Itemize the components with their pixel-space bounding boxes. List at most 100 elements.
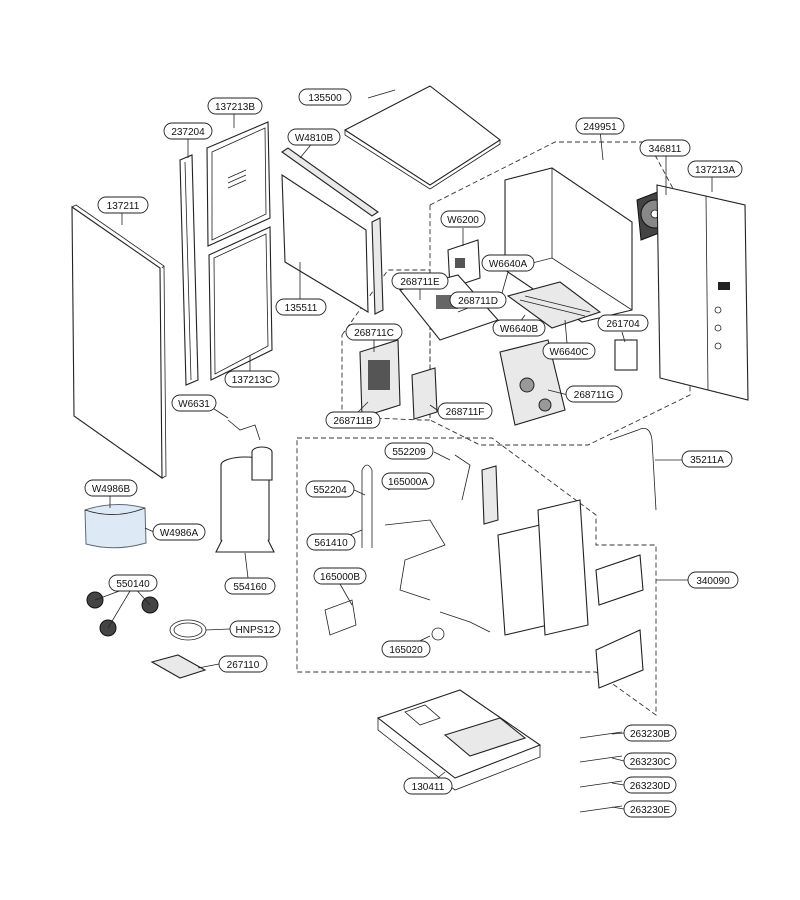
- right-side-panel: [656, 184, 749, 401]
- label-268711g[interactable]: 268711G: [565, 385, 623, 403]
- svg-text:W4986A: W4986A: [160, 528, 199, 539]
- left-side-panel: [71, 204, 167, 480]
- svg-text:35211A: 35211A: [690, 455, 724, 466]
- label-554160[interactable]: 554160: [224, 577, 276, 595]
- label-237204[interactable]: 237204: [163, 122, 213, 140]
- svg-text:W6640C: W6640C: [550, 347, 589, 358]
- label-268711d[interactable]: 268711D: [449, 291, 507, 309]
- label-552209[interactable]: 552209: [384, 442, 434, 460]
- part-labels: 135500 137213B 237204 W4810B 249951 3468…: [84, 88, 743, 818]
- svg-text:W4986B: W4986B: [92, 484, 131, 495]
- label-340090[interactable]: 340090: [687, 571, 739, 589]
- label-346811[interactable]: 346811: [639, 139, 691, 157]
- label-165000a[interactable]: 165000A: [381, 472, 435, 490]
- label-w6200[interactable]: W6200: [440, 210, 486, 228]
- label-263230d[interactable]: 263230D: [623, 776, 677, 794]
- label-137213a[interactable]: 137213A: [687, 160, 743, 178]
- label-130411[interactable]: 130411: [403, 777, 453, 795]
- heat-exchanger: [497, 499, 644, 689]
- label-137211[interactable]: 137211: [97, 196, 149, 214]
- svg-text:552209: 552209: [392, 447, 426, 458]
- svg-text:267110: 267110: [227, 660, 260, 671]
- svg-text:165020: 165020: [389, 645, 423, 656]
- compressor: [215, 419, 275, 553]
- label-263230e[interactable]: 263230E: [623, 800, 677, 818]
- svg-text:137213A: 137213A: [695, 165, 735, 176]
- label-561410[interactable]: 561410: [306, 533, 356, 551]
- label-268711f[interactable]: 268711F: [437, 402, 493, 420]
- svg-text:263230D: 263230D: [630, 781, 671, 792]
- label-249951[interactable]: 249951: [575, 117, 625, 135]
- label-550140[interactable]: 550140: [108, 574, 158, 592]
- svg-text:W6631: W6631: [178, 399, 210, 410]
- frame-rail: [179, 154, 199, 386]
- svg-text:268711D: 268711D: [458, 296, 498, 307]
- svg-text:W4810B: W4810B: [295, 133, 334, 144]
- svg-text:W6640B: W6640B: [500, 324, 539, 335]
- control-box: [504, 167, 633, 329]
- svg-text:135500: 135500: [308, 93, 342, 104]
- svg-text:268711G: 268711G: [574, 390, 615, 401]
- svg-text:552204: 552204: [313, 485, 347, 496]
- board-268711f: [411, 367, 438, 420]
- upper-front-panel: [206, 121, 271, 247]
- svg-text:550140: 550140: [116, 579, 150, 590]
- svg-text:135511: 135511: [285, 303, 318, 314]
- svg-text:261704: 261704: [606, 319, 640, 330]
- group-outline-refrigeration: [296, 437, 657, 716]
- label-w6631[interactable]: W6631: [171, 394, 217, 412]
- label-165020[interactable]: 165020: [381, 640, 431, 658]
- label-263230c[interactable]: 263230C: [623, 752, 677, 770]
- svg-text:249951: 249951: [583, 122, 617, 133]
- label-263230b[interactable]: 263230B: [623, 724, 677, 742]
- svg-text:HNPS12: HNPS12: [236, 625, 275, 636]
- inverter-board: [499, 339, 566, 426]
- label-w6640b[interactable]: W6640B: [492, 319, 546, 337]
- compressor-jacket: [84, 504, 147, 549]
- svg-text:W6640A: W6640A: [489, 259, 528, 270]
- label-267110[interactable]: 267110: [218, 655, 268, 673]
- svg-text:268711B: 268711B: [333, 416, 373, 427]
- insulation-pad: [150, 654, 207, 679]
- top-cover: [343, 85, 501, 190]
- svg-text:137213C: 137213C: [232, 375, 273, 386]
- svg-text:346811: 346811: [649, 144, 682, 155]
- base-pan: [376, 689, 542, 791]
- label-165000b[interactable]: 165000B: [313, 567, 367, 585]
- label-35211a[interactable]: 35211A: [681, 450, 733, 468]
- svg-text:268711C: 268711C: [354, 328, 394, 339]
- svg-text:137211: 137211: [107, 201, 140, 212]
- label-268711e[interactable]: 268711E: [391, 272, 449, 290]
- label-137213b[interactable]: 137213B: [207, 97, 263, 115]
- svg-text:268711F: 268711F: [446, 407, 485, 418]
- label-268711b[interactable]: 268711B: [325, 411, 381, 429]
- label-261704[interactable]: 261704: [597, 314, 649, 332]
- svg-text:263230E: 263230E: [630, 805, 670, 816]
- relay-261704: [614, 339, 638, 371]
- label-w6640c[interactable]: W6640C: [542, 342, 596, 360]
- label-w4986a[interactable]: W4986A: [152, 523, 206, 541]
- board-268711c: [359, 339, 401, 418]
- svg-text:263230C: 263230C: [630, 757, 671, 768]
- label-135500[interactable]: 135500: [298, 88, 352, 106]
- label-w4986b[interactable]: W4986B: [84, 479, 138, 497]
- harness-hnps12: [169, 619, 207, 641]
- label-w4810b[interactable]: W4810B: [287, 128, 341, 146]
- label-hnps12[interactable]: HNPS12: [229, 620, 281, 638]
- svg-text:W6200: W6200: [447, 215, 479, 226]
- label-135511[interactable]: 135511: [275, 298, 327, 316]
- label-w6640a[interactable]: W6640A: [481, 254, 535, 272]
- svg-text:263230B: 263230B: [630, 729, 670, 740]
- label-137213c[interactable]: 137213C: [224, 370, 280, 388]
- svg-text:137213B: 137213B: [215, 102, 255, 113]
- refrigeration-piping: [324, 454, 499, 641]
- side-panel-assembly: [281, 147, 384, 315]
- svg-text:165000B: 165000B: [320, 572, 360, 583]
- svg-text:237204: 237204: [171, 127, 205, 138]
- svg-text:554160: 554160: [233, 582, 267, 593]
- label-268711c[interactable]: 268711C: [345, 323, 403, 341]
- group-outline-249951: [429, 141, 691, 446]
- drain-pipe: [609, 427, 657, 511]
- label-552204[interactable]: 552204: [305, 480, 355, 498]
